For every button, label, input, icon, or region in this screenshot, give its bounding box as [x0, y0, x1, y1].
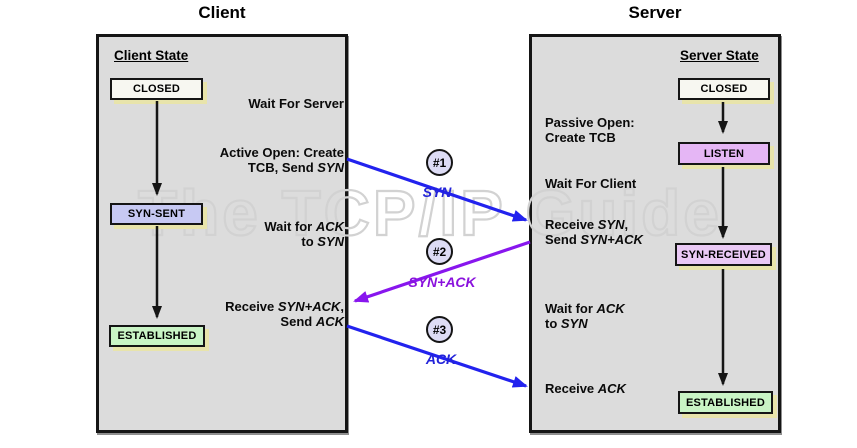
server-state-established: ESTABLISHED: [678, 391, 773, 414]
note-line: TCB, Send SYN: [247, 160, 344, 175]
note-line: Send ACK: [280, 314, 344, 329]
message-1-label: SYN: [422, 184, 452, 200]
server-state-listen: LISTEN: [678, 142, 770, 165]
message-3-label: ACK: [425, 351, 457, 367]
server-note-passive-open: Passive Open: Create TCB: [545, 115, 635, 145]
client-state-closed: CLOSED: [110, 78, 203, 100]
message-2-label: SYN+ACK: [408, 274, 476, 290]
note-line: Passive Open:: [545, 115, 635, 130]
server-note-receive-syn: Receive SYN, Send SYN+ACK: [545, 217, 643, 247]
note-line: Receive SYN+ACK,: [225, 299, 344, 314]
server-state-syn-received: SYN-RECEIVED: [675, 243, 772, 266]
message-2-badge: #2: [426, 238, 453, 265]
client-state-heading: Client State: [114, 48, 189, 63]
client-note-wait-for-server: Wait For Server: [248, 96, 344, 111]
client-note-wait-for-ack: Wait for ACK to SYN: [264, 219, 344, 249]
server-title: Server: [628, 3, 682, 22]
note-line: to SYN: [545, 316, 588, 331]
message-1-badge: #1: [426, 149, 453, 176]
client-note-receive-synack: Receive SYN+ACK, Send ACK: [225, 299, 344, 329]
note-line: Active Open: Create: [219, 145, 344, 160]
note-line: Create TCB: [545, 130, 616, 145]
client-panel: [96, 34, 348, 433]
server-panel: [529, 34, 781, 433]
server-state-heading: Server State: [680, 48, 759, 63]
note-line: Wait for ACK: [264, 219, 344, 234]
note-line: Wait for ACK: [545, 301, 625, 316]
note-text: Wait For Server: [248, 96, 344, 111]
server-note-receive-ack: Receive ACK: [545, 381, 626, 396]
note-line: to SYN: [301, 234, 344, 249]
client-state-syn-sent: SYN-SENT: [110, 203, 203, 225]
note-line: Send SYN+ACK: [545, 232, 643, 247]
message-3-badge: #3: [426, 316, 453, 343]
server-note-wait-for-ack: Wait for ACK to SYN: [545, 301, 625, 331]
server-state-closed: CLOSED: [678, 78, 770, 100]
client-title: Client: [198, 3, 246, 22]
server-note-wait-for-client: Wait For Client: [545, 176, 637, 191]
client-note-active-open: Active Open: Create TCB, Send SYN: [220, 145, 344, 175]
note-line: Receive SYN,: [545, 217, 629, 232]
client-state-established: ESTABLISHED: [109, 325, 205, 347]
